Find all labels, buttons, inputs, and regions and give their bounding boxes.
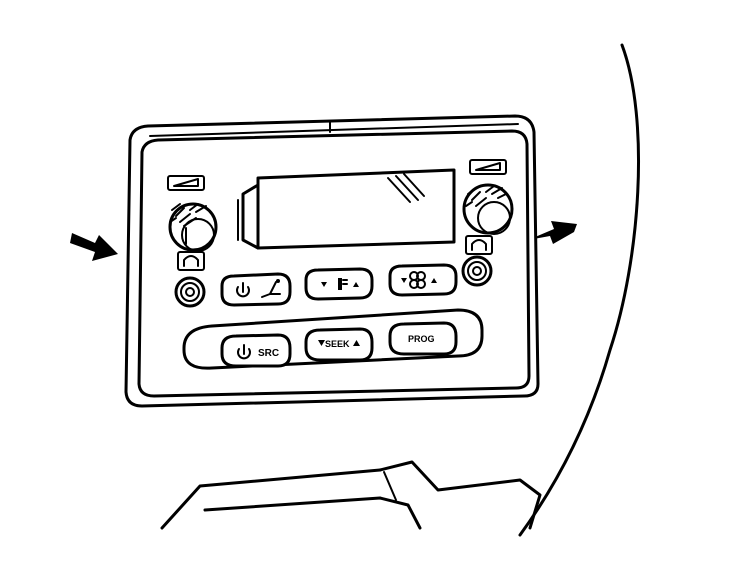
right-volume-icon [469, 159, 507, 175]
right-headphone-icon [465, 235, 493, 255]
left-arrow-icon [70, 233, 118, 261]
seek-down-icon [318, 340, 325, 346]
right-headphone-jack[interactable] [461, 255, 493, 287]
display-screen [237, 168, 456, 250]
right-volume-knob[interactable] [462, 183, 514, 235]
power-seat-button[interactable] [220, 272, 292, 307]
power-icon [237, 344, 251, 360]
right-arrow-icon [528, 221, 577, 244]
prog-label: PROG [408, 334, 435, 344]
left-headphone-jack[interactable] [174, 276, 206, 308]
fan-icon [401, 271, 437, 289]
interior-trim [160, 43, 640, 537]
power-icon [236, 282, 250, 298]
left-headphone-icon [177, 251, 205, 271]
src-label: SRC [258, 348, 279, 359]
seat-icon [261, 279, 281, 298]
src-button[interactable]: SRC [220, 333, 292, 368]
temperature-icon [321, 278, 359, 290]
fan-button[interactable] [388, 263, 458, 297]
left-volume-knob[interactable] [168, 202, 218, 252]
temperature-button[interactable] [304, 267, 374, 301]
seek-button[interactable]: SEEK [304, 327, 374, 362]
lower-button-panel [182, 308, 484, 370]
left-volume-icon [167, 175, 205, 191]
seek-label: SEEK [325, 339, 350, 349]
seek-up-icon [353, 340, 360, 346]
prog-button[interactable]: PROG [388, 321, 458, 356]
